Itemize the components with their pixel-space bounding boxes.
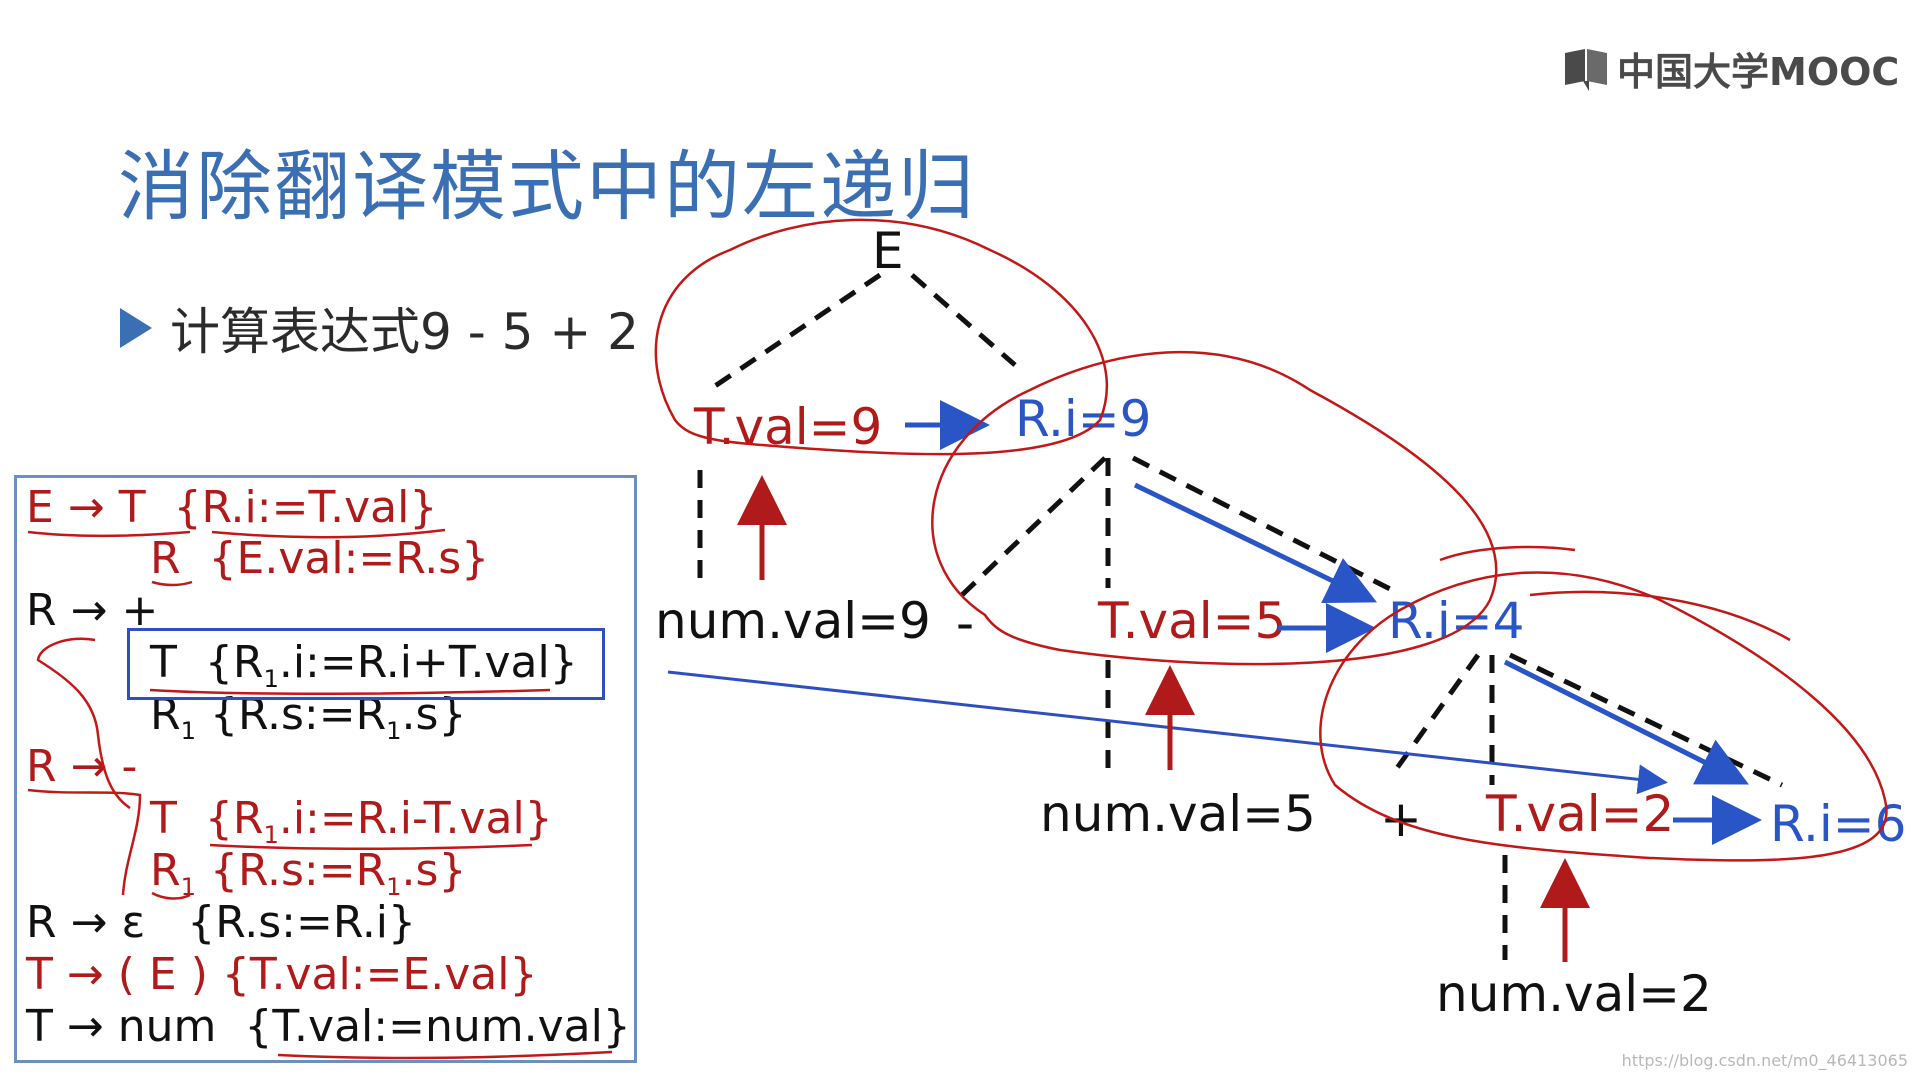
arrow-r1-r2 (1133, 482, 1377, 604)
blue-arrows (905, 400, 1762, 845)
grammar-line-9: R → ε {R.s:=R.i} (26, 897, 417, 948)
page-title: 消除翻译模式中的左递归 (118, 142, 976, 231)
edge-r2-r3 (1508, 652, 1784, 788)
grammar-line-8: R1 {R.s:=R1.s} (150, 845, 467, 901)
tree-node-t2: T.val=5 (1098, 592, 1287, 650)
bullet-item: 计算表达式9 - 5 + 2 (120, 292, 639, 364)
tree-node-plus: + (1380, 790, 1422, 848)
watermark: https://blog.csdn.net/m0_46413065 (1621, 1051, 1908, 1070)
tree-node-num3: num.val=2 (1436, 965, 1712, 1023)
grammar-line-1: E → T {R.i:=T.val} (26, 482, 438, 533)
triangle-bullet-icon (120, 308, 152, 348)
logo-text: 中国大学MOOC (1617, 49, 1900, 94)
tree-node-r3: R.i=6 (1770, 795, 1907, 853)
bullet-text: 计算表达式9 - 5 + 2 (170, 303, 639, 361)
edge-e-t1 (710, 272, 882, 391)
grammar-box (14, 475, 637, 1063)
arrow-r2-r3 (1503, 659, 1749, 785)
tree-node-r1: R.i=9 (1015, 390, 1152, 448)
tree-node-num1: num.val=9 (655, 592, 931, 650)
grammar-line-2: R {E.val:=R.s} (150, 533, 490, 584)
grammar-line-4: T {R1.i:=R.i+T.val} (150, 637, 578, 693)
tree-node-r2: R.i=4 (1388, 592, 1525, 650)
grammar-line-7: T {R1.i:=R.i-T.val} (150, 793, 553, 849)
edge-r1-minus (960, 456, 1107, 597)
grammar-line-10: T → ( E ) {T.val:=E.val} (26, 949, 538, 1000)
tree-node-t1: T.val=9 (694, 398, 883, 456)
tree-node-E: E (872, 222, 904, 280)
stroke-r2-top (1439, 545, 1576, 562)
grammar-line-6: R → - (26, 741, 138, 792)
mooc-logo: 中国大学MOOC (1563, 40, 1899, 96)
arrow-rule-to-t3 (667, 670, 1668, 795)
grammar-line-11: T → num {T.val:=num.val} (26, 1001, 631, 1052)
highlight-box (127, 628, 605, 700)
edge-r2-plus (1389, 653, 1481, 777)
tree-node-t3: T.val=2 (1486, 785, 1675, 843)
red-circles (654, 218, 1888, 862)
red-arrows (737, 475, 1590, 962)
tree-node-minus: - (956, 594, 975, 652)
grammar-line-3: R → + (26, 585, 159, 636)
edge-r1-r2 (1131, 455, 1394, 593)
edge-e-r1 (910, 273, 1017, 367)
tree-node-num2: num.val=5 (1040, 785, 1316, 843)
stroke-r2-right (1529, 590, 1791, 642)
mooc-book-icon (1563, 45, 1609, 91)
